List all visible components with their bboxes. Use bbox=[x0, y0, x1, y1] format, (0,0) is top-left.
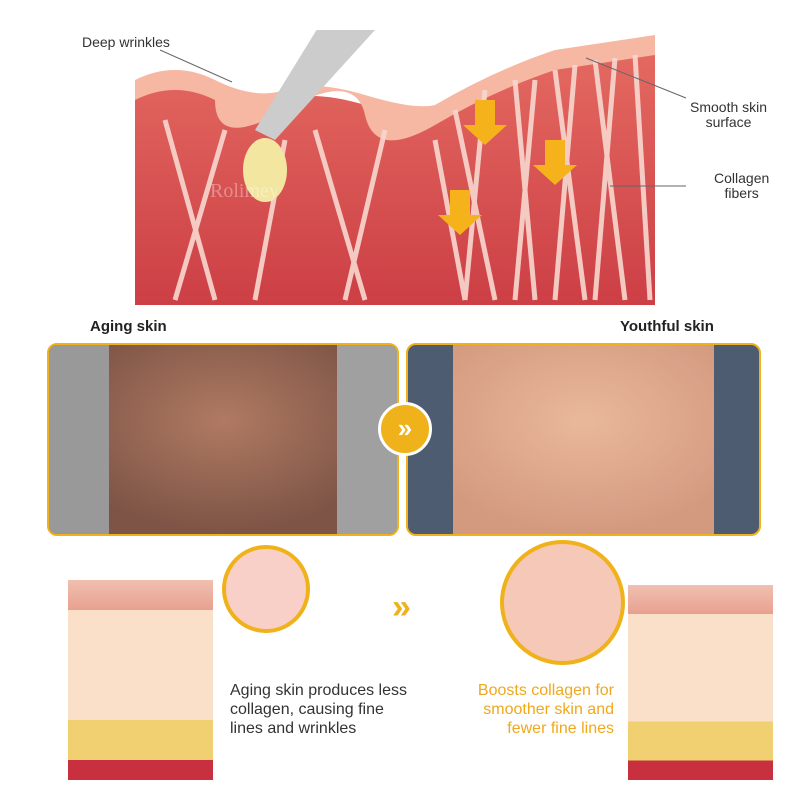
watermark: Rolimey bbox=[210, 180, 279, 202]
youthful-skin-heading: Youthful skin bbox=[620, 318, 714, 335]
aging-skin-block bbox=[68, 580, 213, 780]
boosted-collagen-magnifier bbox=[500, 540, 625, 665]
pointer-lines bbox=[159, 49, 687, 187]
youthful-skin-block bbox=[628, 585, 773, 780]
label-collagen-fibers: Collagen fibers bbox=[714, 170, 770, 201]
label-smooth-surface: Smooth skin surface bbox=[690, 99, 768, 130]
aging-skin-photo bbox=[47, 343, 399, 536]
skin-cross-section-diagram bbox=[135, 30, 655, 305]
aging-collagen-magnifier bbox=[222, 545, 310, 633]
youthful-skin-photo bbox=[406, 343, 761, 536]
double-chevron-right-icon: » bbox=[378, 402, 432, 456]
aging-skin-text: Aging skin produces less collagen, causi… bbox=[230, 682, 407, 737]
chevron-right-icon: » bbox=[392, 588, 411, 626]
aging-skin-heading: Aging skin bbox=[90, 318, 167, 335]
boost-collagen-text: Boosts collagen for smoother skin and fe… bbox=[477, 682, 614, 737]
arrow-down-icon bbox=[438, 100, 577, 235]
label-deep-wrinkles: Deep wrinkles bbox=[82, 34, 170, 50]
